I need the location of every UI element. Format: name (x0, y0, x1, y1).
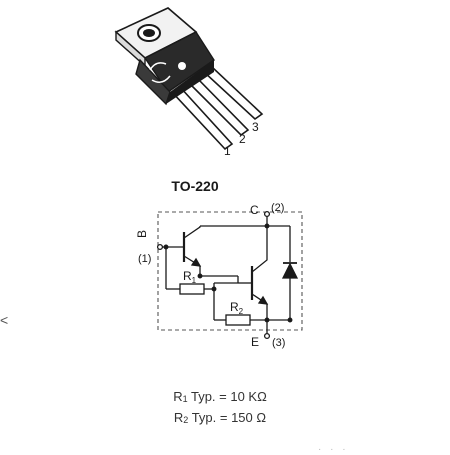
q2-emitter-arrow (257, 295, 269, 305)
collector-letter: C (250, 203, 259, 217)
collector-terminal (263, 210, 271, 218)
freewheel-diode (281, 262, 299, 279)
package-body (135, 31, 215, 106)
pin-number-1: 1 (224, 144, 231, 158)
left-edge-glyph: < (0, 312, 9, 328)
note-r1-text: Typ. = 10 KΩ (187, 389, 267, 404)
collector-pin-number: (2) (271, 202, 284, 214)
dashed-boundary (157, 211, 303, 331)
emitter-terminal (263, 332, 271, 340)
q1-collector (183, 226, 201, 239)
q1-emitter-arrow (190, 257, 202, 267)
base-terminal (156, 243, 164, 251)
emitter-letter: E (251, 335, 259, 349)
base-letter: B (135, 230, 149, 238)
to220-package-drawing: 1 2 3 (114, 7, 264, 158)
resistor-r1 (179, 283, 205, 295)
emitter-pin-number: (3) (272, 337, 285, 349)
base-pin-number: (1) (138, 253, 151, 265)
r2-label: R2 (230, 300, 244, 316)
schematic-labels: B (1) C (2) E (3) R1 R2 (135, 202, 285, 349)
note-r2-text: Typ. = 150 Ω (188, 410, 267, 425)
package-title: TO-220 (171, 178, 219, 194)
body-dimple (178, 62, 186, 70)
package-tab (114, 7, 198, 68)
pin-number-2: 2 (239, 132, 246, 146)
r1-label: R1 (183, 269, 197, 285)
q2-collector (251, 226, 268, 273)
pin-number-3: 3 (252, 120, 259, 134)
resistor-r2 (225, 314, 251, 326)
q2-emitter (251, 293, 268, 320)
darlington-schematic (156, 210, 303, 340)
